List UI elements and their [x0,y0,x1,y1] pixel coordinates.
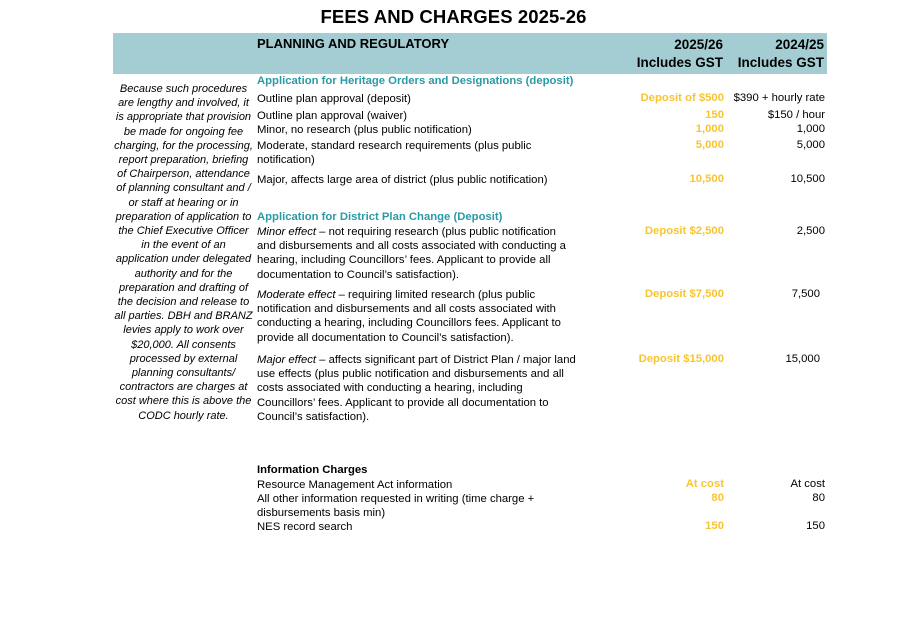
fee-2025-26: Deposit $15,000 [638,353,724,365]
section-title: PLANNING AND REGULATORY [257,36,450,51]
fee-2024-25: 15,000 [785,353,820,365]
fee-2025-26: 1,000 [695,123,724,135]
fee-2025-26: Deposit of $500 [640,92,725,104]
column-header-2025-26: 2025/26 Includes GST [636,37,723,70]
effect-description: – requiring limited research (plus publi… [257,289,561,344]
row-description: NES record search [257,521,353,533]
row-description: Minor, no research (plus public notifica… [257,124,472,136]
effect-label: Moderate effect [257,289,336,301]
page-title: FEES AND CHARGES 2025-26 [320,6,587,27]
fee-2025-26: 150 [705,520,724,532]
row-description: All other information requested in writi… [257,493,535,520]
fee-2025-26: 10,500 [689,173,724,185]
plan-change-heading: Application for District Plan Change (De… [257,211,503,223]
fee-2024-25: 7,500 [791,288,820,300]
fee-2025-26: Deposit $7,500 [644,288,724,300]
fee-2024-25: 1,000 [796,123,825,135]
fee-2025-26: Deposit $2,500 [644,225,724,237]
effect-label: Major effect [257,354,317,366]
row-description: Outline plan approval (waiver) [257,110,408,122]
row-description: Moderate, standard research requirements… [257,140,532,167]
fee-2024-25: 2,500 [796,225,825,237]
fee-2025-26: 80 [711,492,724,504]
heritage-heading: Application for Heritage Orders and Desi… [257,75,574,87]
fee-2024-25: At cost [790,478,825,490]
side-note: Because such procedures are lengthy and … [114,83,253,422]
fee-2025-26: At cost [685,478,724,490]
row-description: Moderate effect – requiring limited rese… [257,288,577,345]
row-description: Major effect – affects significant part … [257,353,577,424]
table-header-banner: PLANNING AND REGULATORY 2025/26 Includes… [113,33,827,74]
fee-2024-25: $150 / hour [767,109,825,121]
effect-description: – affects significant part of District P… [257,354,576,423]
fee-2024-25: $390 + hourly rate [733,92,825,104]
fee-2024-25: 5,000 [796,139,825,151]
fee-2024-25: 10,500 [790,173,825,185]
information-heading: Information Charges [257,464,368,476]
row-description: Major, affects large area of district (p… [257,174,548,186]
row-description: Outline plan approval (deposit) [257,93,411,105]
fee-2025-26: 5,000 [695,139,724,151]
column-header-2024-25: 2024/25 Includes GST [737,37,824,70]
fee-2024-25: 150 [806,520,825,532]
effect-description: – not requiring research (plus public no… [257,226,566,281]
effect-label: Minor effect [257,226,317,238]
row-description: Resource Management Act information [257,479,453,491]
fee-2024-25: 80 [812,492,825,504]
row-description: Minor effect – not requiring research (p… [257,225,577,282]
fee-2025-26: 150 [705,109,724,121]
